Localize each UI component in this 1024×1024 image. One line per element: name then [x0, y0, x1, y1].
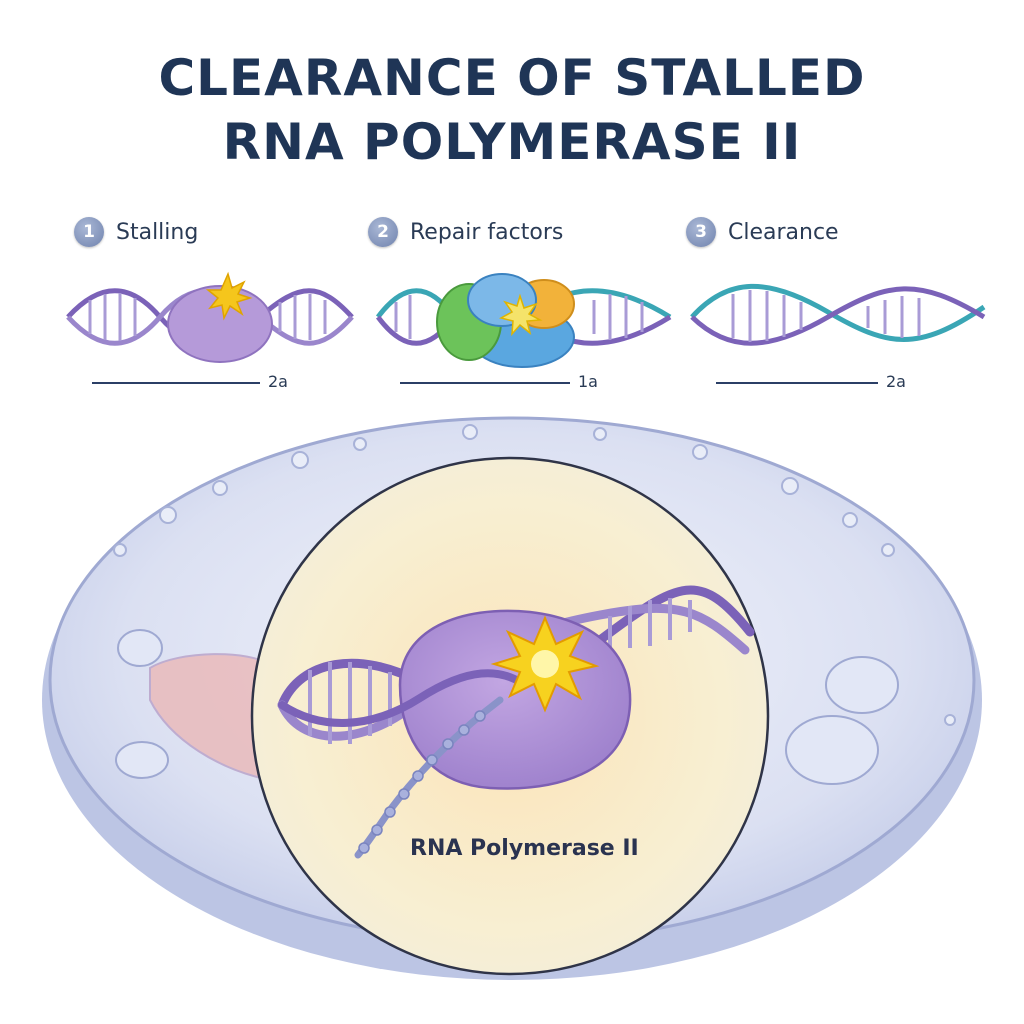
vesicle-icon — [825, 656, 899, 714]
dna-strand-front — [278, 669, 524, 727]
polymerase-blob — [167, 285, 273, 363]
damage-star-icon — [498, 293, 543, 337]
stalling-illustration — [66, 271, 354, 363]
cell-illustration — [42, 416, 982, 980]
scale-bar-3 — [716, 382, 878, 384]
step-2-header: 2 Repair factors — [368, 214, 563, 250]
scale-label-2: 1a — [578, 372, 598, 391]
step-2-badge: 2 — [368, 217, 398, 247]
step-2-label: Repair factors — [410, 219, 564, 245]
page-title: CLEARANCE OF STALLED RNA POLYMERASE II — [0, 46, 1024, 174]
step-1-label: Stalling — [116, 219, 199, 245]
step-3-label: Clearance — [728, 219, 839, 245]
damage-star-icon — [205, 271, 253, 321]
step-3-header: 3 Clearance — [686, 214, 839, 250]
vesicle-icon — [115, 741, 169, 779]
polymerase-label: RNA Polymerase II — [410, 836, 639, 861]
scale-bar-1 — [92, 382, 260, 384]
dna-helix — [690, 283, 986, 346]
scale-bar-2 — [400, 382, 570, 384]
membrane-vesicles — [113, 424, 956, 726]
title-line-2: RNA POLYMERASE II — [222, 113, 802, 171]
repair-factors-illustration — [375, 273, 672, 368]
step-1-header: 1 Stalling — [74, 214, 198, 250]
rna-transcript — [354, 696, 504, 859]
vesicle-icon — [117, 629, 163, 667]
clearance-illustration — [690, 283, 986, 346]
damage-glow — [531, 650, 559, 678]
step-1-badge: 1 — [74, 217, 104, 247]
polymerase-blob — [398, 609, 632, 790]
vesicle-icon — [785, 715, 879, 785]
scale-label-1: 2a — [268, 372, 288, 391]
scale-label-3: 2a — [886, 372, 906, 391]
step-3-badge: 3 — [686, 217, 716, 247]
title-line-1: CLEARANCE OF STALLED — [158, 49, 866, 107]
